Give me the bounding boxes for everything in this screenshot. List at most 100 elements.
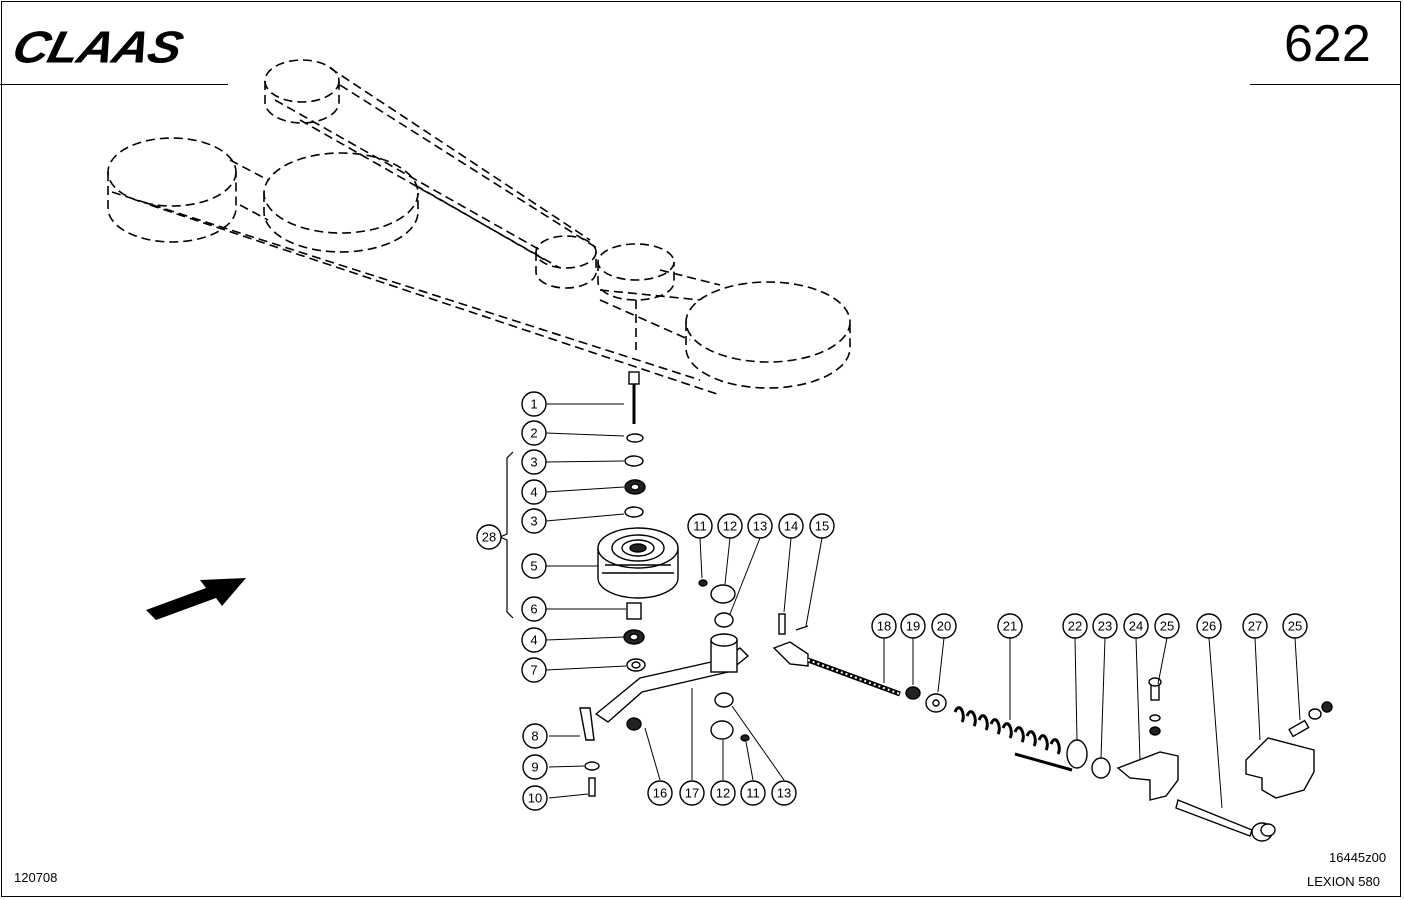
callout-label: 27 [1248,619,1262,634]
callout-14: 14 [778,513,804,539]
bolt-head [628,371,640,385]
header-rule-left [0,84,228,85]
ring-23 [1091,757,1111,779]
ring [624,506,644,518]
callout-label: 4 [530,633,537,648]
callout-circle [521,553,547,579]
tension-arm [579,579,809,797]
callout-label: 4 [530,485,537,500]
callout-label: 24 [1129,619,1143,634]
callout-circle [900,613,926,639]
callout-circle [747,513,773,539]
sleeve-lower [714,692,734,708]
callout-circle [771,780,797,806]
bracket-28 [498,451,514,619]
compression-spring [953,706,1061,755]
callout-circle [1154,613,1180,639]
callout-label: 13 [753,519,767,534]
cap-22 [1066,739,1088,769]
nut-16 [626,717,642,731]
callout-label: 20 [937,619,951,634]
callout-label: 16 [653,786,667,801]
washer-9 [584,761,600,771]
callout-5: 5 [521,553,547,579]
callout-10: 10 [522,785,548,811]
callout-3: 3 [521,508,547,534]
callout-25: 25 [1154,613,1180,639]
callout-circle [871,613,897,639]
callout-circle [1282,613,1308,639]
page-number: 622 [1284,15,1371,73]
callout-circle [687,513,713,539]
callout-1: 1 [521,391,547,417]
callout-4: 4 [521,479,547,505]
callout-label: 7 [530,663,537,678]
callout-2: 2 [521,420,547,446]
callout-16: 16 [647,780,673,806]
callout-label: 14 [784,519,798,534]
callout-label: 11 [693,519,707,534]
callout-label: 22 [1068,619,1082,634]
callout-circle [809,513,835,539]
callout-circle [931,613,957,639]
callout-4: 4 [521,627,547,653]
bolt-10 [588,777,596,797]
callout-circle [521,449,547,475]
shaft-26 [1175,799,1253,837]
callout-label: 12 [723,519,737,534]
callout-13: 13 [747,513,773,539]
callout-22: 22 [1062,613,1088,639]
callout-19: 19 [900,613,926,639]
callout-26: 26 [1196,613,1222,639]
callout-label: 3 [530,514,537,529]
callout-20: 20 [931,613,957,639]
callout-17: 17 [679,780,705,806]
callout-label: 23 [1098,619,1112,634]
callout-label: 5 [530,559,537,574]
callout-6: 6 [521,596,547,622]
callout-circle [1092,613,1118,639]
callout-circle [647,780,673,806]
callout-circle [778,513,804,539]
callout-25: 25 [1282,613,1308,639]
callout-label: 17 [685,786,699,801]
callout-label: 9 [531,760,538,775]
callout-circle [710,780,736,806]
callout-circle [521,508,547,534]
callout-circle [1242,613,1268,639]
callout-27: 27 [1242,613,1268,639]
callout-circle [740,780,766,806]
callout-circle [521,479,547,505]
callout-label: 28 [482,530,496,545]
callout-7: 7 [521,657,547,683]
callout-label: 3 [530,455,537,470]
callout-label: 2 [530,426,537,441]
pulley-assembly [597,371,679,672]
callout-label: 12 [716,786,730,801]
spacer-lower [710,720,734,740]
callout-21: 21 [997,613,1023,639]
callout-8: 8 [522,723,548,749]
callout-label: 19 [906,619,920,634]
callout-label: 26 [1202,619,1216,634]
callout-label: 11 [746,786,760,801]
spacer [710,584,736,604]
callout-23: 23 [1092,613,1118,639]
bolt-14 [778,613,786,635]
callout-label: 25 [1160,619,1174,634]
callout-13: 13 [771,780,797,806]
callout-circle [1196,613,1222,639]
callout-circle [522,785,548,811]
callout-label: 15 [815,519,829,534]
callout-circle [476,524,502,550]
bushing [626,602,642,620]
bracket-27 [1245,737,1315,799]
header-rule-right [1250,84,1400,85]
leader-lines [545,403,1301,809]
callout-circle [522,723,548,749]
callout-label: 21 [1003,619,1017,634]
callout-circle [521,420,547,446]
callout-12: 12 [717,513,743,539]
callout-label: 6 [530,602,537,617]
